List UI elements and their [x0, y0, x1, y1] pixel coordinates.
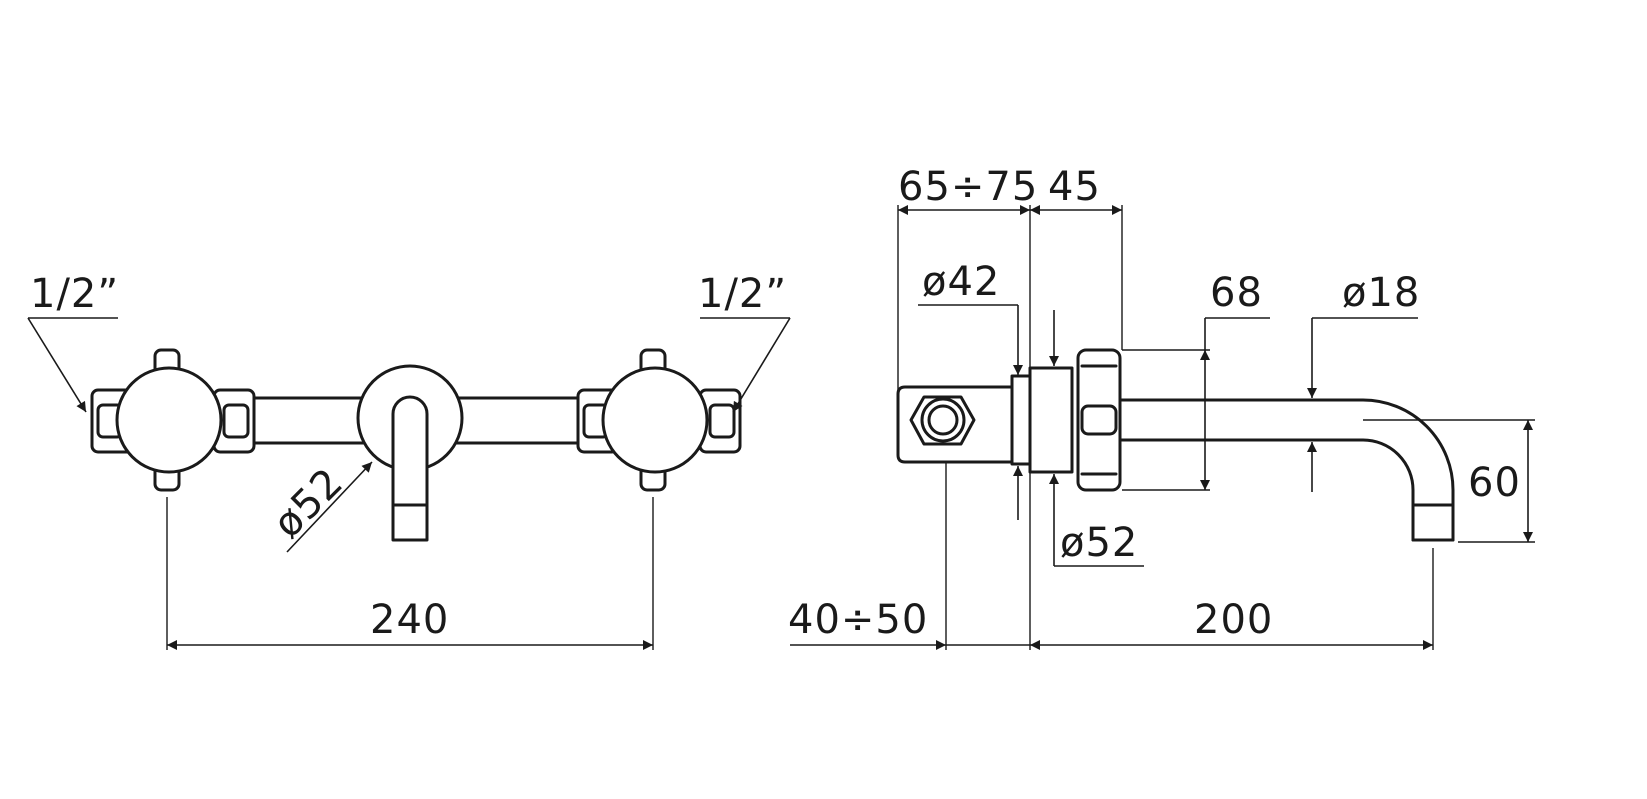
- thread-right-dimension: 1/2”: [698, 271, 791, 413]
- rosette-nut: [1076, 348, 1122, 492]
- projection-dimension: 65÷75 45: [897, 164, 1123, 390]
- rear-body: [896, 385, 1014, 464]
- spout: [1118, 398, 1455, 542]
- front-rosette-diameter-label: ø52: [265, 459, 353, 547]
- right-cross-handle: [576, 348, 742, 492]
- wall-depth-range-label: 40÷50: [788, 597, 928, 643]
- nut-diameter-label: ø42: [922, 259, 1000, 305]
- spout-reach-label: 200: [1194, 597, 1273, 643]
- flange-height-label: 68: [1210, 270, 1263, 316]
- front-view: 1/2” 1/2” ø52 240: [27, 271, 791, 650]
- center-lever: [356, 364, 464, 542]
- thread-left-dimension: 1/2”: [27, 271, 119, 413]
- center-distance-label: 240: [370, 597, 449, 643]
- body-depth-label: 45: [1048, 164, 1101, 210]
- side-rosette-diameter-dimension: ø52: [1049, 310, 1144, 567]
- side-view: 65÷75 45 ø42 ø52 68: [788, 164, 1535, 650]
- spout-drop-label: 60: [1468, 460, 1521, 506]
- front-rosette-diameter-dimension: ø52: [265, 459, 373, 553]
- thread-right-label: 1/2”: [698, 271, 787, 317]
- flange-height-dimension: 68: [1122, 270, 1270, 491]
- thread-left-label: 1/2”: [30, 271, 119, 317]
- spout-diameter-label: ø18: [1342, 270, 1420, 316]
- projection-range-label: 65÷75: [898, 164, 1038, 210]
- wall-depth-dimension: 40÷50 200: [788, 462, 1434, 650]
- spout-drop-dimension: 60: [1363, 419, 1535, 543]
- left-cross-handle: [90, 348, 256, 492]
- mounting-flange: [1010, 366, 1074, 474]
- side-rosette-diameter-label: ø52: [1060, 520, 1138, 566]
- nut-diameter-dimension: ø42: [918, 259, 1023, 520]
- center-distance-dimension: 240: [166, 497, 654, 650]
- spout-diameter-dimension: ø18: [1307, 270, 1420, 492]
